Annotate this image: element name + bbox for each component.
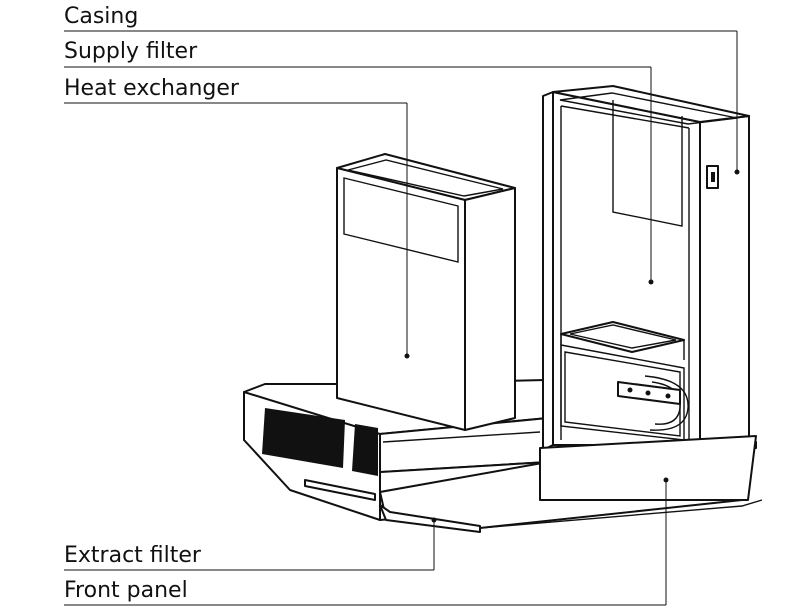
leader-casing [734, 31, 740, 175]
heat-exchanger [336, 153, 516, 431]
label-casing: Casing [64, 4, 138, 29]
front-panel [379, 435, 763, 533]
extract-filter-grille-icon [262, 408, 378, 476]
leader-front-panel [663, 477, 669, 605]
label-underlines [64, 30, 737, 606]
label-front-panel: Front panel [64, 578, 188, 603]
label-extract-filter: Extract filter [64, 543, 202, 568]
leader-extract-filter [431, 517, 437, 570]
supply-filter [560, 100, 685, 360]
label-heat-exchanger: Heat exchanger [64, 76, 240, 101]
leader-supply-filter [648, 67, 654, 285]
leader-heat-exchanger [404, 103, 410, 359]
label-supply-filter: Supply filter [64, 39, 198, 64]
